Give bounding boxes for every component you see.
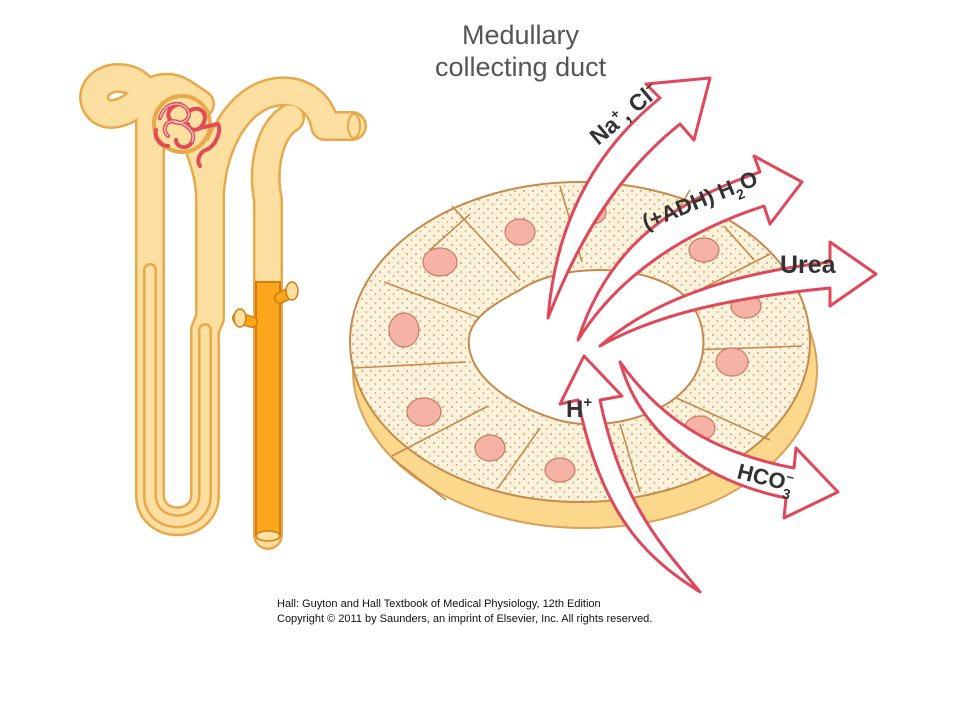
arrow-urea xyxy=(598,240,878,348)
label-urea: Urea xyxy=(780,251,837,279)
arrow-hydrogen xyxy=(558,354,702,594)
arrow-na-cl xyxy=(546,76,712,320)
nephron xyxy=(79,63,367,550)
glomerulus xyxy=(152,94,222,168)
loop-of-henle-thin xyxy=(143,263,212,529)
arrow-water xyxy=(576,154,804,342)
collecting-duct-highlight xyxy=(232,281,299,542)
transport-arrows xyxy=(546,76,878,594)
arrow-bicarbonate xyxy=(618,360,840,520)
title-line-1: Medullary xyxy=(462,20,580,50)
tubule-opening xyxy=(347,113,361,139)
label-hydrogen: H+ xyxy=(566,394,592,423)
credit-line-2: Copyright © 2011 by Saunders, an imprint… xyxy=(277,613,653,625)
title-line-2: collecting duct xyxy=(435,52,607,82)
credit-line-1: Hall: Guyton and Hall Textbook of Medica… xyxy=(277,598,601,610)
